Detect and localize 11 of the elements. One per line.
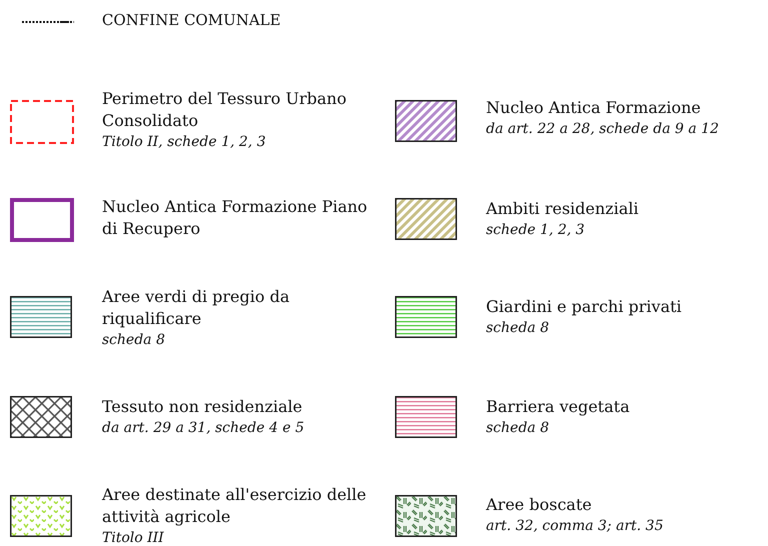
legend-text: Perimetro del Tessuro Urbano Consolidato Titolo II, schede 1, 2, 3 bbox=[102, 88, 348, 152]
legend-text: Nucleo Antica Formazione da art. 22 a 28, schede da 9 a 12 bbox=[486, 97, 720, 139]
legend-text: CONFINE COMUNALE bbox=[102, 10, 282, 31]
legend-text: Aree boscate art. 32, comma 3; art. 35 bbox=[486, 494, 664, 536]
legend-text: Barriera vegetata scheda 8 bbox=[486, 396, 631, 438]
legend-text: Nucleo Antica Formazione Piano di Recupero bbox=[102, 196, 368, 240]
legend-text: Giardini e parchi privati scheda 8 bbox=[486, 296, 683, 338]
legend-text: Tessuto non residenziale da art. 29 a 31, schede 4 e 5 bbox=[102, 396, 306, 438]
legend-text: Ambiti residenziali schede 1, 2, 3 bbox=[486, 198, 640, 240]
legend-text: Aree destinate all'esercizio delle attività agricole Titolo III bbox=[102, 484, 368, 546]
legend-text: Aree verdi di pregio da riqualificare scheda 8 bbox=[102, 286, 290, 350]
